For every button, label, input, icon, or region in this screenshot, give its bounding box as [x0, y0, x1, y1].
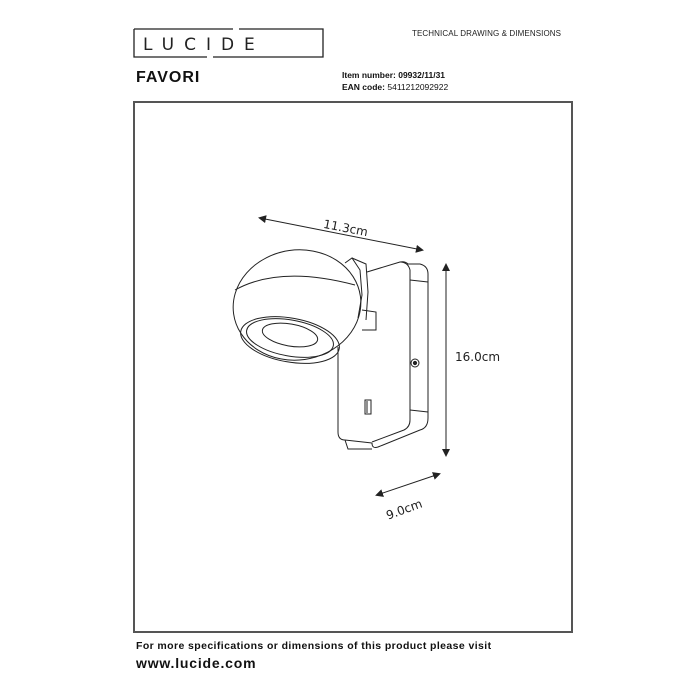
height-dimension-label: 16.0cm [455, 350, 500, 364]
width-dimension-line [258, 215, 424, 253]
wall-plate [337, 261, 429, 450]
switch-icon [364, 399, 372, 415]
ean-label: EAN code: [342, 82, 385, 92]
product-meta: Item number: 09932/11/31 EAN code: 54112… [342, 69, 448, 93]
ean-value: 5411212092922 [387, 82, 449, 92]
item-number-label: Item number: [342, 70, 396, 80]
footer-info-text: For more specifications or dimensions of… [136, 640, 492, 652]
document-type-label: TECHNICAL DRAWING & DIMENSIONS [412, 29, 562, 38]
depth-dimension-label: 9.0cm [384, 497, 424, 523]
item-number-value: 09932/11/31 [398, 70, 446, 80]
width-dimension-label: 11.3cm [322, 217, 369, 239]
spot-head [232, 249, 362, 364]
drawing-frame [133, 101, 573, 633]
website-link[interactable]: www.lucide.com [136, 655, 257, 671]
ean-row: EAN code: 5411212092922 [342, 81, 448, 93]
lucide-logo: LUCIDE [133, 28, 324, 58]
product-name: FAVORI [136, 69, 201, 86]
screw-icon [410, 358, 420, 368]
item-number-row: Item number: 09932/11/31 [342, 69, 448, 81]
brand-text: LUCIDE [143, 35, 265, 55]
depth-dimension-line [375, 472, 441, 497]
